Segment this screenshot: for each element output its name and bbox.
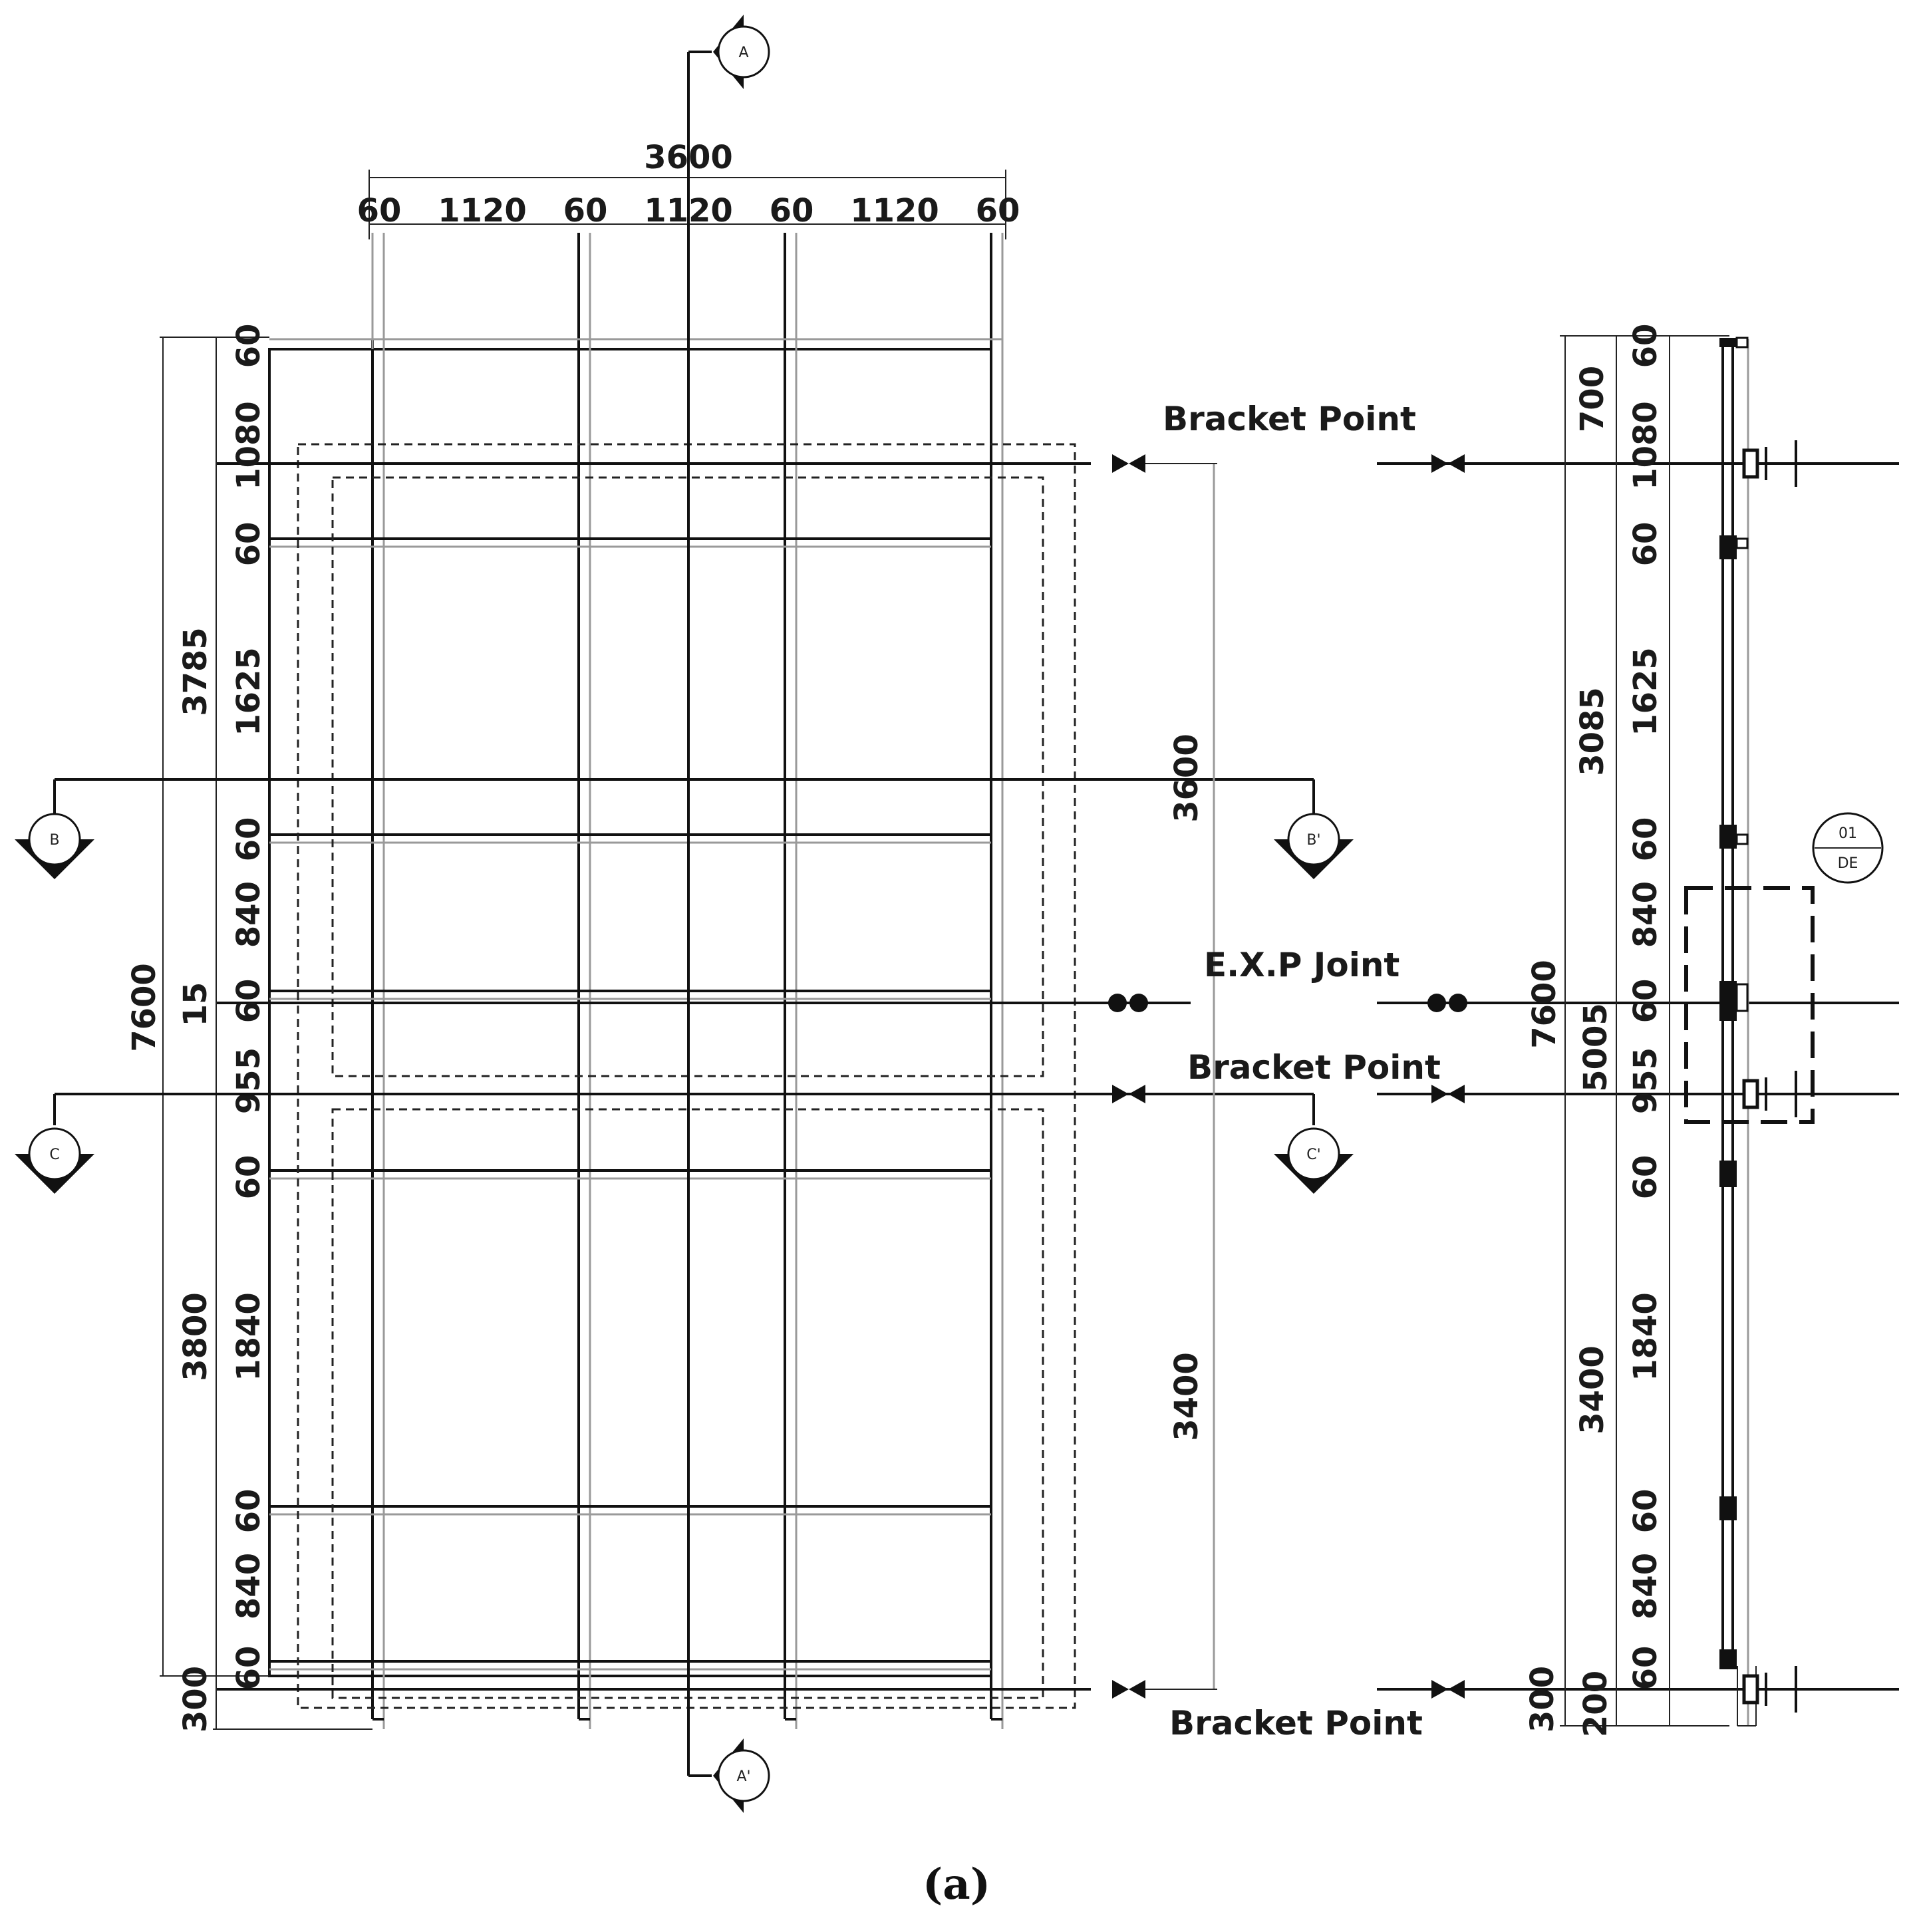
dim-right-outer-5: 300 <box>1524 1666 1561 1732</box>
dim-left-inner-7: 60 <box>230 979 267 1024</box>
dim-right-overall: 7600 <box>1526 960 1563 1049</box>
section-line-a: A A' <box>687 15 770 1813</box>
dim-left-inner-1: 60 <box>230 324 267 368</box>
dim-left-inner-3: 60 <box>230 522 267 567</box>
section-line-c: C C' <box>15 1093 1354 1194</box>
dim-right-outer-4: 3400 <box>1574 1345 1611 1435</box>
dim-seg-3: 60 <box>563 192 608 229</box>
bracket-marker <box>1112 454 1129 473</box>
detail-callout-box <box>1684 886 1815 1124</box>
dim-seg-5: 60 <box>770 192 814 229</box>
detail-tag: 01 DE <box>1812 812 1884 884</box>
dim-left-inner-13: 60 <box>230 1646 267 1691</box>
dim-right-inner-1: 60 <box>1627 324 1664 368</box>
section-marker-a-prime <box>717 1749 770 1802</box>
dim-left-inner-8: 955 <box>230 1047 267 1114</box>
section-marker-c <box>28 1127 81 1180</box>
section-marker-c-prime <box>1287 1127 1340 1180</box>
dim-right-inner-3: 60 <box>1627 522 1664 567</box>
dim-middle-lower: 3400 <box>1168 1352 1205 1441</box>
dim-right-inner-10: 1840 <box>1627 1292 1664 1381</box>
exp-joint-label: E.X.P Joint <box>1204 946 1399 984</box>
dim-left-outer-1: 3785 <box>177 627 214 716</box>
dim-right-inner-4: 1625 <box>1627 647 1664 736</box>
svg-text:A: A <box>738 45 748 61</box>
detail-tag-number: 01 <box>1839 825 1857 842</box>
dim-left-overall: 7600 <box>126 963 163 1052</box>
dim-right-inner-2: 1080 <box>1627 401 1664 490</box>
dim-right-inner-12: 840 <box>1627 1553 1664 1619</box>
dim-right-inner-13: 60 <box>1627 1646 1664 1691</box>
svg-text:C': C' <box>1306 1147 1320 1163</box>
dim-left-outer-2: 15 <box>177 982 214 1027</box>
dim-left-inner-9: 60 <box>230 1155 267 1200</box>
vertical-mullions <box>371 233 1004 1729</box>
bracket-point-top-label: Bracket Point <box>1163 400 1416 438</box>
horizontal-transoms <box>269 338 1002 1671</box>
bracket-marker <box>1112 1680 1129 1699</box>
bracket-point-bottom-label: Bracket Point <box>1169 1704 1423 1742</box>
dim-left-inner-12: 840 <box>230 1553 267 1619</box>
svg-text:B': B' <box>1306 832 1320 849</box>
panel-outline <box>268 348 992 1677</box>
bracket-marker <box>1112 1085 1129 1103</box>
svg-text:B: B <box>49 832 59 849</box>
wall-brackets <box>1742 440 1797 1713</box>
dim-seg-6: 1120 <box>850 192 939 229</box>
svg-text:C: C <box>49 1147 59 1163</box>
dim-left-inner-10: 1840 <box>230 1292 267 1381</box>
dim-left-inner-6: 840 <box>230 881 267 948</box>
middle-annotations: 3600 3400 Bracket Point E.X.P Joint Brac… <box>1108 400 1467 1742</box>
dim-right-inner-8: 955 <box>1627 1047 1664 1114</box>
section-marker-b-prime <box>1287 813 1340 866</box>
dim-right-outer-6: 200 <box>1577 1671 1614 1737</box>
dim-right-inner-5: 60 <box>1627 817 1664 862</box>
dim-right-inner-7: 60 <box>1627 979 1664 1024</box>
dim-seg-1: 60 <box>357 192 402 229</box>
dim-seg-2: 1120 <box>438 192 527 229</box>
svg-text:A': A' <box>736 1768 750 1785</box>
dim-left-outer-4: 300 <box>177 1666 214 1732</box>
dim-seg-7: 60 <box>976 192 1020 229</box>
dim-right-outer-3: 5005 <box>1577 1003 1614 1092</box>
dim-right-outer-1: 700 <box>1574 366 1611 432</box>
dim-left-inner-4: 1625 <box>230 647 267 736</box>
dim-right-inner-6: 840 <box>1627 881 1664 948</box>
dim-left-inner-5: 60 <box>230 817 267 862</box>
joint-marker <box>1108 994 1127 1012</box>
dim-right-inner-9: 60 <box>1627 1155 1664 1200</box>
bracket-point-mid-label: Bracket Point <box>1187 1048 1441 1087</box>
figure-caption: (a) <box>923 1860 990 1909</box>
dashed-outlines <box>297 443 1076 1709</box>
dim-left-outer-3: 3800 <box>177 1292 214 1381</box>
section-marker-a <box>717 25 770 78</box>
detail-tag-sheet: DE <box>1838 855 1858 872</box>
dim-right-inner-11: 60 <box>1627 1489 1664 1534</box>
side-section-view: 700 3085 7600 5005 3400 300 200 60 1080 … <box>1377 324 1899 1737</box>
dim-right-outer-2: 3085 <box>1574 687 1611 776</box>
dim-middle-upper: 3600 <box>1168 734 1205 823</box>
section-line-b: B B' <box>15 778 1354 879</box>
left-dimension-chains: 7600 3785 15 3800 300 60 1080 60 1625 60… <box>126 324 372 1732</box>
panel-profile <box>1719 337 1757 1726</box>
dim-left-inner-11: 60 <box>230 1489 267 1534</box>
dim-left-inner-2: 1080 <box>230 401 267 490</box>
elevation-view: 3600 60 1120 60 1120 60 1120 60 7600 378… <box>15 15 1354 1813</box>
section-marker-b <box>28 813 81 866</box>
